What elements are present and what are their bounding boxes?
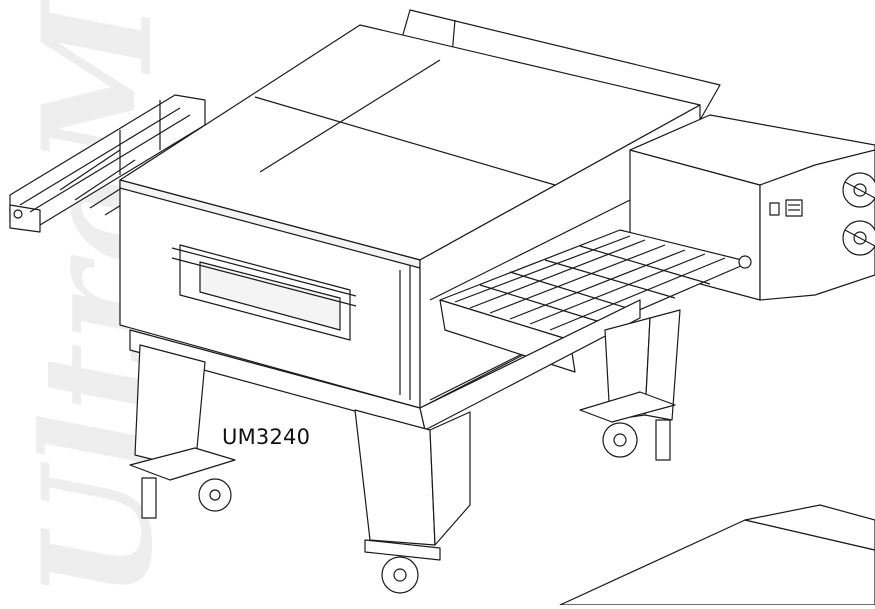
legs bbox=[134, 309, 681, 546]
model-label: UM3240 bbox=[222, 425, 311, 449]
control-box bbox=[629, 114, 875, 301]
casters bbox=[129, 391, 676, 594]
power-switch-icon bbox=[769, 202, 780, 216]
oven-window bbox=[171, 244, 357, 341]
partial-second-unit bbox=[559, 504, 875, 606]
oven-base bbox=[129, 299, 641, 431]
